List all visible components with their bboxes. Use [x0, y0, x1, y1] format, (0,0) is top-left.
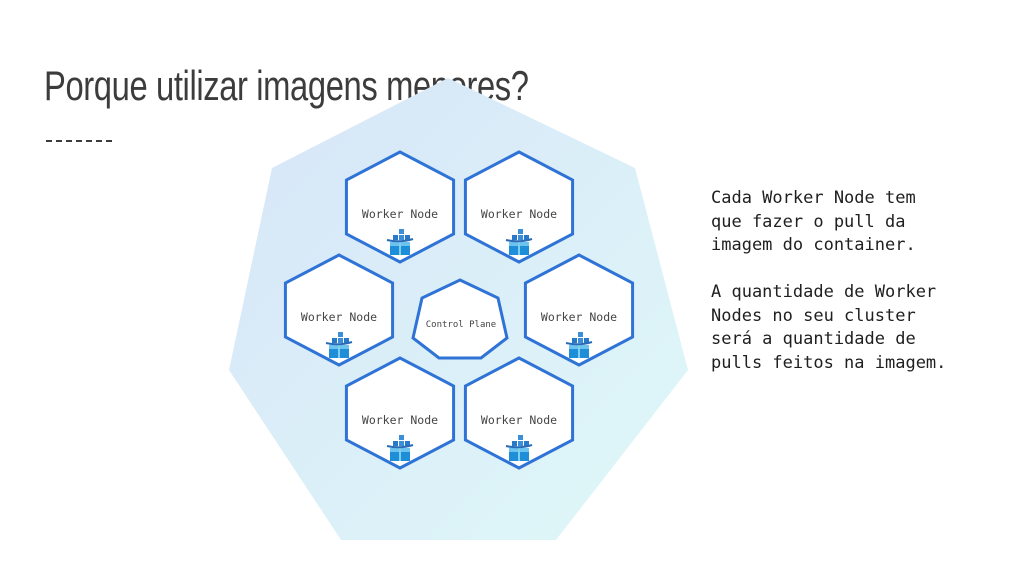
worker-node-label: Worker Node	[301, 310, 377, 324]
worker-node-1[interactable]: Worker Node	[344, 150, 456, 264]
worker-node-4[interactable]: Worker Node	[523, 253, 635, 367]
worker-node-3[interactable]: Worker Node	[283, 253, 395, 367]
explanation-paragraph-1: Cada Worker Node tem que fazer o pull da…	[711, 188, 916, 255]
worker-node-hexagon	[463, 150, 575, 264]
worker-node-label: Worker Node	[481, 413, 557, 427]
worker-node-hexagon	[344, 150, 456, 264]
worker-node-label: Worker Node	[541, 310, 617, 324]
worker-node-label: Worker Node	[481, 207, 557, 221]
explanation-paragraph-2: A quantidade de Worker Nodes no seu clus…	[711, 282, 947, 373]
worker-node-2[interactable]: Worker Node	[463, 150, 575, 264]
control-plane-label: Control Plane	[426, 320, 496, 330]
worker-node-hexagon	[463, 356, 575, 470]
worker-node-hexagon	[344, 356, 456, 470]
worker-node-label: Worker Node	[362, 413, 438, 427]
worker-node-label: Worker Node	[362, 207, 438, 221]
worker-node-hexagon	[283, 253, 395, 367]
explanation-text: Cada Worker Node tem que fazer o pull da…	[711, 187, 1011, 375]
title-underline	[46, 140, 112, 142]
worker-node-5[interactable]: Worker Node	[344, 356, 456, 470]
worker-node-hexagon	[523, 253, 635, 367]
worker-node-6[interactable]: Worker Node	[463, 356, 575, 470]
control-plane-node[interactable]	[411, 278, 509, 360]
